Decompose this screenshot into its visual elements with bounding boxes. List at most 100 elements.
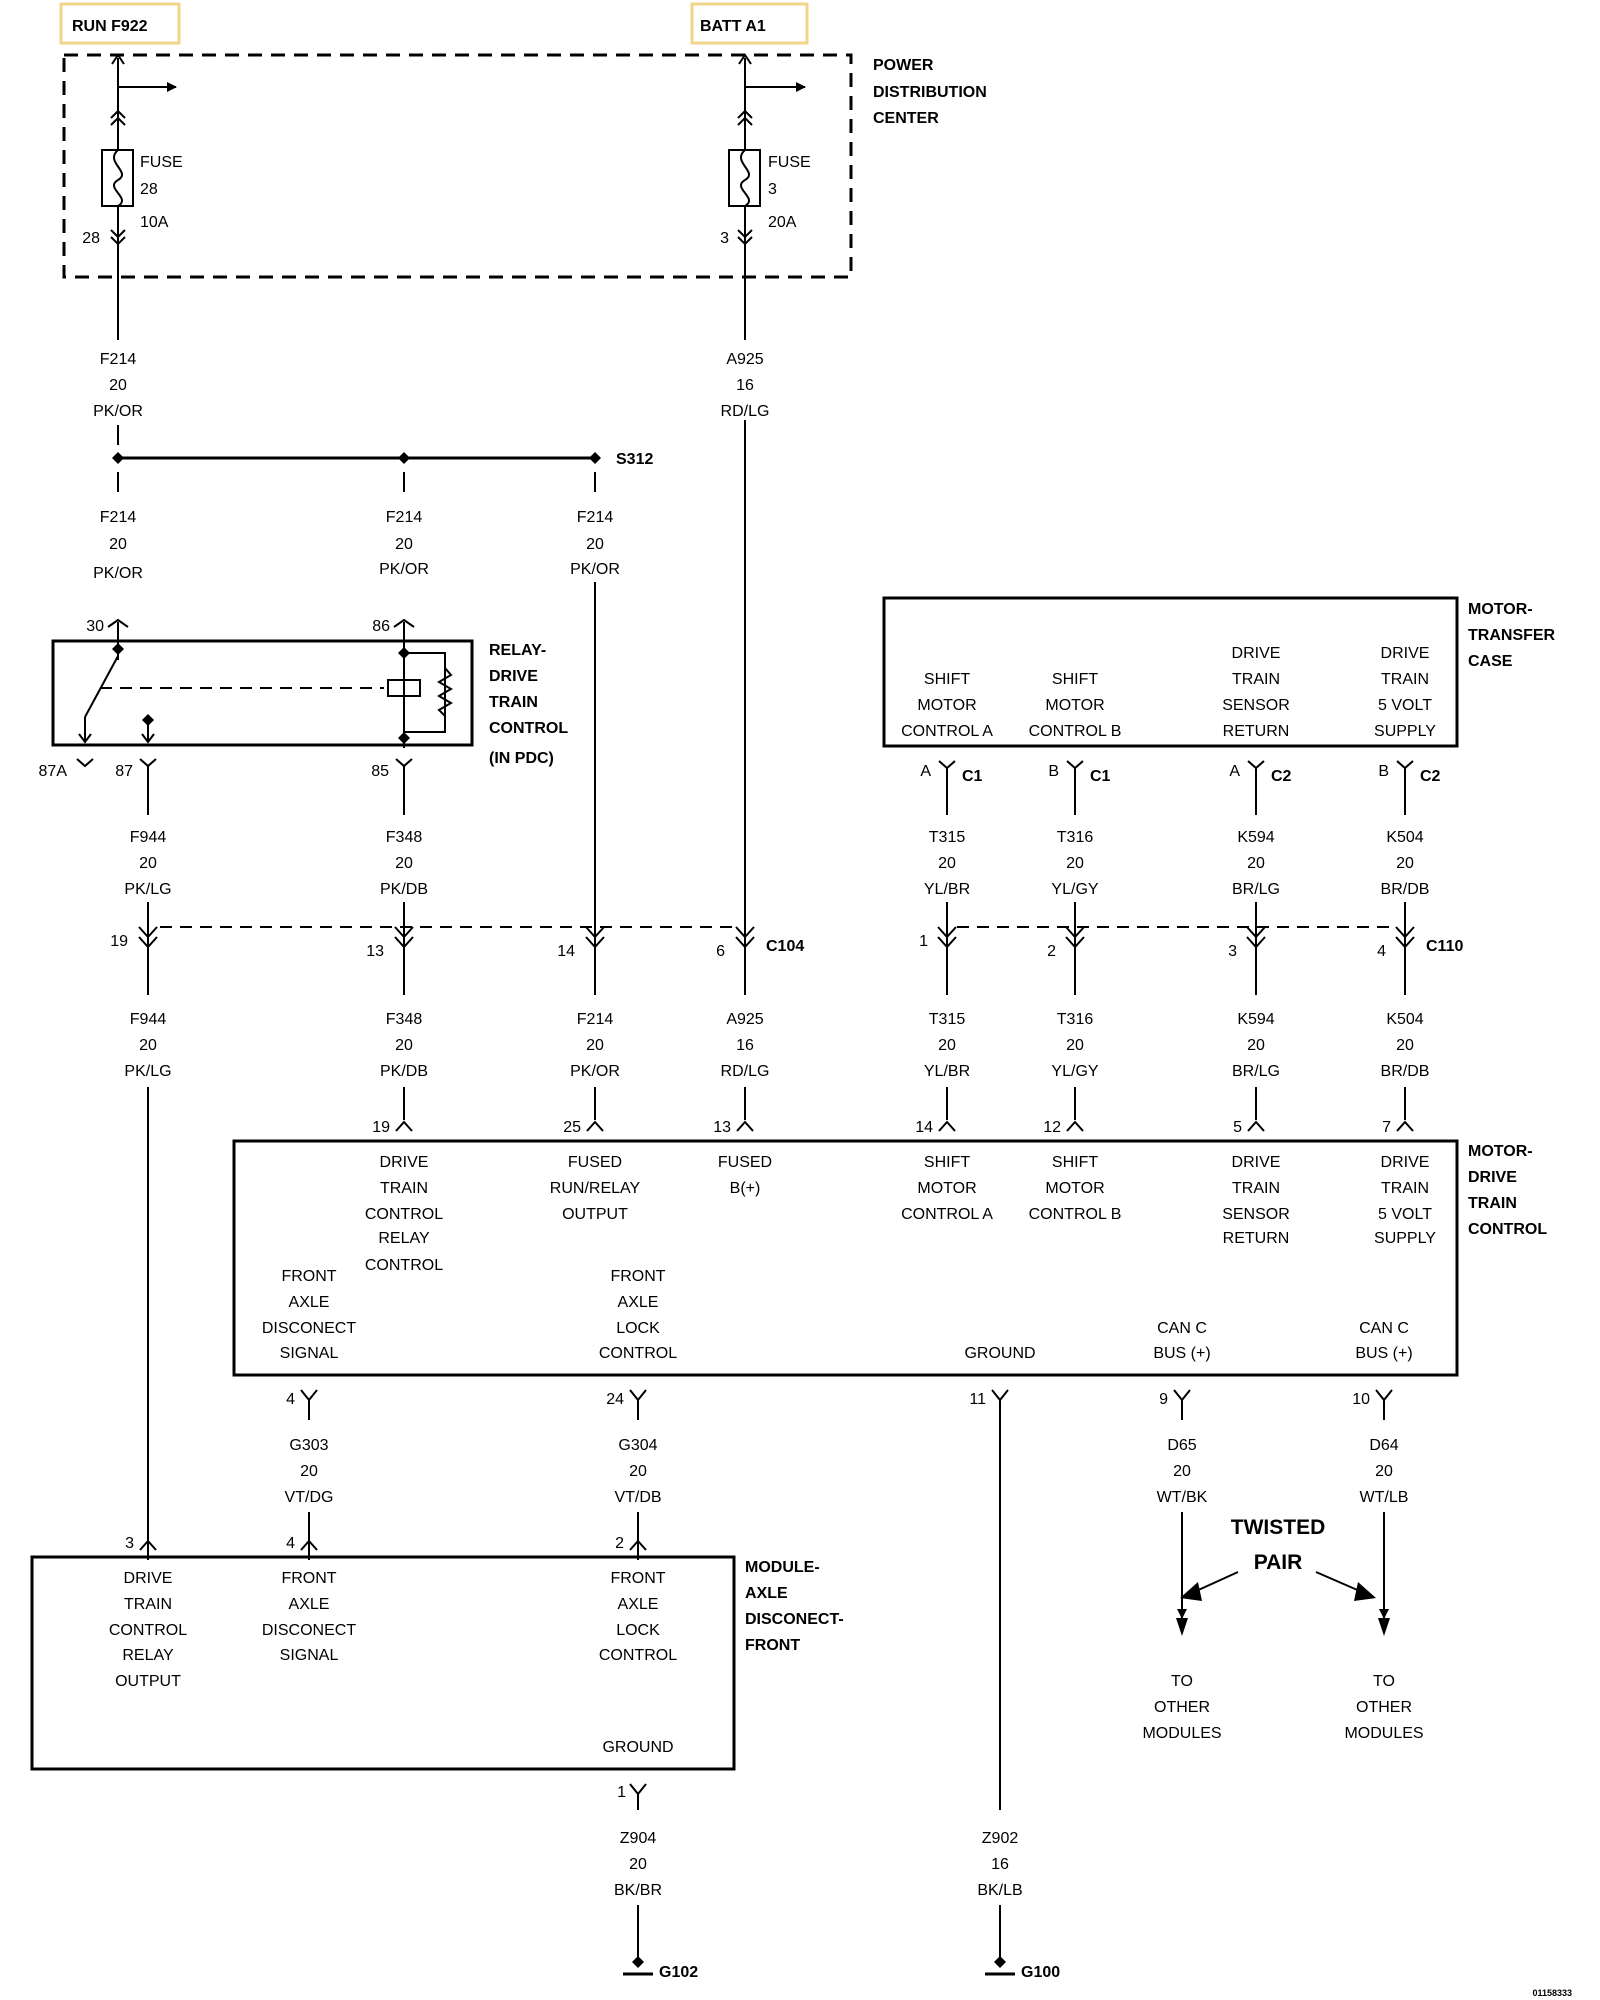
run-f922-tag: RUN F922 <box>59 2 181 45</box>
svg-text:PAIR: PAIR <box>1254 1551 1303 1574</box>
module-box <box>30 1555 736 1771</box>
batt-a1-label: BATT A1 <box>700 18 766 35</box>
c104-label: C104 <box>766 938 804 955</box>
svg-text:20: 20 <box>629 1463 647 1480</box>
svg-text:TRAIN: TRAIN <box>1232 1180 1280 1197</box>
svg-text:Z902: Z902 <box>982 1830 1019 1847</box>
svg-text:DRIVE: DRIVE <box>124 1570 173 1587</box>
svg-text:C1: C1 <box>962 768 983 785</box>
svg-text:2: 2 <box>1047 943 1056 960</box>
batt-a1-tag: BATT A1 <box>690 2 809 45</box>
svg-text:TRAIN: TRAIN <box>1381 1180 1429 1197</box>
dtc-ground: Z902 16 BK/LB G100 <box>977 1830 1060 1981</box>
pdc-label-3: CENTER <box>873 110 939 127</box>
svg-text:PK/DB: PK/DB <box>380 1063 428 1080</box>
svg-text:1: 1 <box>617 1784 626 1801</box>
svg-text:D64: D64 <box>1369 1437 1398 1454</box>
svg-text:RETURN: RETURN <box>1223 723 1290 740</box>
svg-text:PK/OR: PK/OR <box>379 561 429 578</box>
module-label-1: MODULE- <box>745 1559 820 1576</box>
svg-text:20: 20 <box>139 1037 157 1054</box>
motor-transfer-case-box <box>882 596 1459 748</box>
motor-transfer-case-pins: A C1 B C1 A C2 B C2 <box>920 760 1441 815</box>
svg-text:BR/LG: BR/LG <box>1232 1063 1280 1080</box>
svg-text:MOTOR: MOTOR <box>1045 1180 1104 1197</box>
svg-text:12: 12 <box>1043 1119 1061 1136</box>
svg-text:5 VOLT: 5 VOLT <box>1378 1206 1432 1223</box>
svg-text:DISCONECT: DISCONECT <box>262 1622 356 1639</box>
fuse-3-pin: 3 <box>720 230 729 247</box>
svg-text:6: 6 <box>716 943 725 960</box>
relay-label-2: DRIVE <box>489 668 538 685</box>
fuse-28-pin: 28 <box>82 230 100 247</box>
svg-text:4: 4 <box>286 1535 295 1552</box>
svg-text:13: 13 <box>366 943 384 960</box>
svg-text:LOCK: LOCK <box>616 1622 660 1639</box>
svg-text:Z904: Z904 <box>620 1830 657 1847</box>
relay-label-5: (IN PDC) <box>489 750 554 767</box>
svg-text:CONTROL: CONTROL <box>365 1206 443 1223</box>
svg-text:OTHER: OTHER <box>1356 1699 1412 1716</box>
svg-text:PK/LG: PK/LG <box>124 1063 171 1080</box>
svg-text:20: 20 <box>300 1463 318 1480</box>
relay-label-1: RELAY- <box>489 642 546 659</box>
svg-text:20: 20 <box>395 855 413 872</box>
wire-labels-upper: F944 20 PK/LG F348 20 PK/DB T315 20 YL/B… <box>124 829 1429 898</box>
svg-text:20: 20 <box>1375 1463 1393 1480</box>
connector-c104: 19 13 14 6 C104 <box>110 902 804 995</box>
svg-text:FRONT: FRONT <box>281 1268 336 1285</box>
relay-box <box>51 639 474 747</box>
svg-text:SENSOR: SENSOR <box>1222 1206 1290 1223</box>
svg-text:G304: G304 <box>618 1437 657 1454</box>
svg-text:20: 20 <box>109 377 127 394</box>
svg-text:F944: F944 <box>130 1011 167 1028</box>
svg-text:RELAY: RELAY <box>378 1230 430 1247</box>
svg-text:13: 13 <box>713 1119 731 1136</box>
fuse-28-word: FUSE <box>140 154 183 171</box>
dtc-top-pins: 19 25 13 14 12 5 7 <box>372 1087 1414 1136</box>
run-f922-label: RUN F922 <box>72 18 148 35</box>
svg-text:11: 11 <box>969 1391 986 1408</box>
mtc-label-3: CASE <box>1468 653 1513 670</box>
svg-text:PK/OR: PK/OR <box>93 403 143 420</box>
module-label-2: AXLE <box>745 1585 788 1602</box>
svg-text:20: 20 <box>1247 1037 1265 1054</box>
svg-text:T315: T315 <box>929 1011 966 1028</box>
fuse-3: FUSE 3 20A 3 <box>720 53 811 340</box>
svg-text:BUS (+): BUS (+) <box>1153 1345 1210 1362</box>
svg-text:MOTOR: MOTOR <box>917 1180 976 1197</box>
svg-text:CAN C: CAN C <box>1157 1320 1207 1337</box>
svg-text:SUPPLY: SUPPLY <box>1374 723 1436 740</box>
svg-text:A: A <box>1229 763 1240 780</box>
svg-text:CONTROL: CONTROL <box>109 1622 187 1639</box>
svg-text:CONTROL: CONTROL <box>365 1257 443 1274</box>
svg-text:A925: A925 <box>726 351 763 368</box>
wire-f214-splice-3: F214 20 PK/OR <box>570 509 620 578</box>
svg-text:TWISTED: TWISTED <box>1231 1516 1326 1539</box>
svg-text:WT/BK: WT/BK <box>1157 1489 1208 1506</box>
svg-text:YL/GY: YL/GY <box>1051 1063 1098 1080</box>
wire-f214-top: F214 20 PK/OR <box>93 351 143 420</box>
twisted-pair-annotation: TWISTED PAIR <box>1180 1516 1376 1601</box>
fuse-28: FUSE 28 10A 28 <box>82 53 183 340</box>
svg-text:BK/BR: BK/BR <box>614 1882 662 1899</box>
svg-text:PK/OR: PK/OR <box>570 1063 620 1080</box>
ground-g100-label: G100 <box>1021 1964 1060 1981</box>
wire-f214-splice-1: F214 20 PK/OR <box>93 509 143 582</box>
svg-text:BUS (+): BUS (+) <box>1355 1345 1412 1362</box>
svg-text:PK/OR: PK/OR <box>93 565 143 582</box>
svg-text:SENSOR: SENSOR <box>1222 697 1290 714</box>
motor-transfer-case: MOTOR- TRANSFER CASE SHIFT MOTOR CONTROL… <box>882 596 1556 748</box>
svg-text:DRIVE: DRIVE <box>380 1154 429 1171</box>
svg-text:16: 16 <box>991 1856 1009 1873</box>
module-label-3: DISCONECT- <box>745 1611 844 1628</box>
relay-label-3: TRAIN <box>489 694 538 711</box>
splice-s312: S312 <box>112 425 653 492</box>
svg-text:4: 4 <box>1377 943 1386 960</box>
fuse-28-amps: 10A <box>140 214 169 231</box>
svg-text:5 VOLT: 5 VOLT <box>1378 697 1432 714</box>
svg-text:9: 9 <box>1159 1391 1168 1408</box>
fuse-28-number: 28 <box>140 181 158 198</box>
svg-text:FRONT: FRONT <box>281 1570 336 1587</box>
svg-text:CONTROL B: CONTROL B <box>1029 1206 1122 1223</box>
